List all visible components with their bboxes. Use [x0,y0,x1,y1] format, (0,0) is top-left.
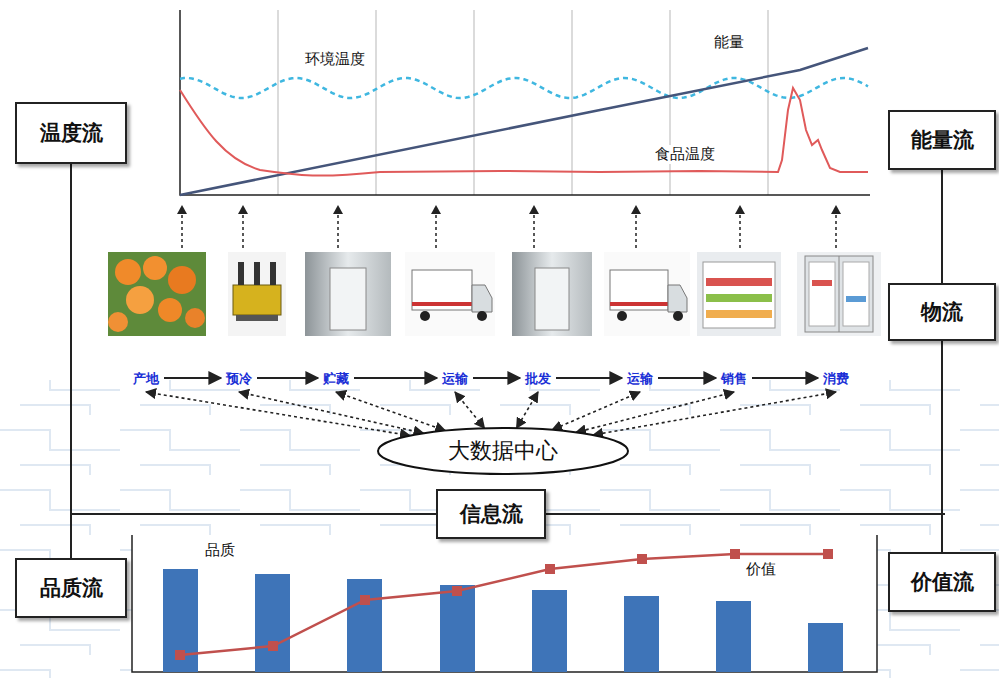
precooler-machine [228,252,286,336]
flow-box: 能量流 [888,110,996,170]
flow-box: 温度流 [15,102,127,164]
node-text: 运输 [627,371,653,386]
chart-label: 品质 [203,541,237,560]
truck-photo [604,252,690,336]
flow-box: 价值流 [888,552,996,612]
node-text: 物流 [921,298,963,326]
truck-photo [405,252,495,336]
flow-arrow [146,392,410,436]
chart-label: 能量 [712,33,746,52]
node-text: 品质流 [40,574,103,602]
flow-arrow [576,392,734,432]
flow-box: 物流 [888,283,996,341]
node-text: 价值流 [911,568,974,596]
flow-arrow [455,392,484,428]
refrigerator-photo [797,252,881,336]
flow-line [941,341,943,552]
data-center-ellipse: 大数据中心 [376,426,630,476]
display-cabinet-photo [697,252,781,336]
stage-label: 批发 [522,367,554,389]
stage-label: 产地 [130,367,162,389]
temperature-chart [180,10,870,197]
flow-box: 信息流 [436,489,546,539]
node-text: 大数据中心 [448,436,558,466]
flow-arrow [556,377,622,379]
stage-label: 销售 [718,367,750,389]
node-text: 温度流 [40,119,103,147]
quality-value-chart [132,535,877,678]
flow-arrow [517,392,538,428]
node-text: 批发 [525,371,551,386]
flow-arrow [257,377,318,379]
flow-arrow [336,392,445,431]
node-text: 贮藏 [323,371,349,386]
stage-label: 预冷 [223,367,255,389]
stage-label: 贮藏 [320,367,352,389]
flow-line [70,164,72,558]
cold-room-photo [305,252,391,336]
chart-label: 环境温度 [303,50,367,69]
node-text: 消费 [823,371,849,386]
stage-label: 运输 [439,367,471,389]
flow-arrow [593,392,836,435]
orchard-photo [108,252,206,336]
flow-line [941,170,943,283]
leader-arrowheads [177,205,841,214]
chart-label: 价值 [744,560,778,579]
flow-arrow [552,392,640,430]
node-text: 预冷 [226,371,252,386]
flow-arrow [752,377,818,379]
flow-arrow [473,377,520,379]
node-text: 能量流 [911,126,974,154]
stage-label: 运输 [624,367,656,389]
leader-arrows [182,214,836,248]
cold-room-photo [512,252,592,336]
node-text: 产地 [133,371,159,386]
node-text: 信息流 [460,500,523,528]
flow-box: 品质流 [15,558,127,618]
node-text: 运输 [442,371,468,386]
stage-label: 消费 [820,367,852,389]
flow-arrow [239,392,424,433]
chart-label: 食品温度 [653,145,717,164]
node-text: 销售 [721,371,747,386]
flow-arrow [354,377,437,379]
flow-arrow [658,377,716,379]
flow-arrow [164,377,221,379]
